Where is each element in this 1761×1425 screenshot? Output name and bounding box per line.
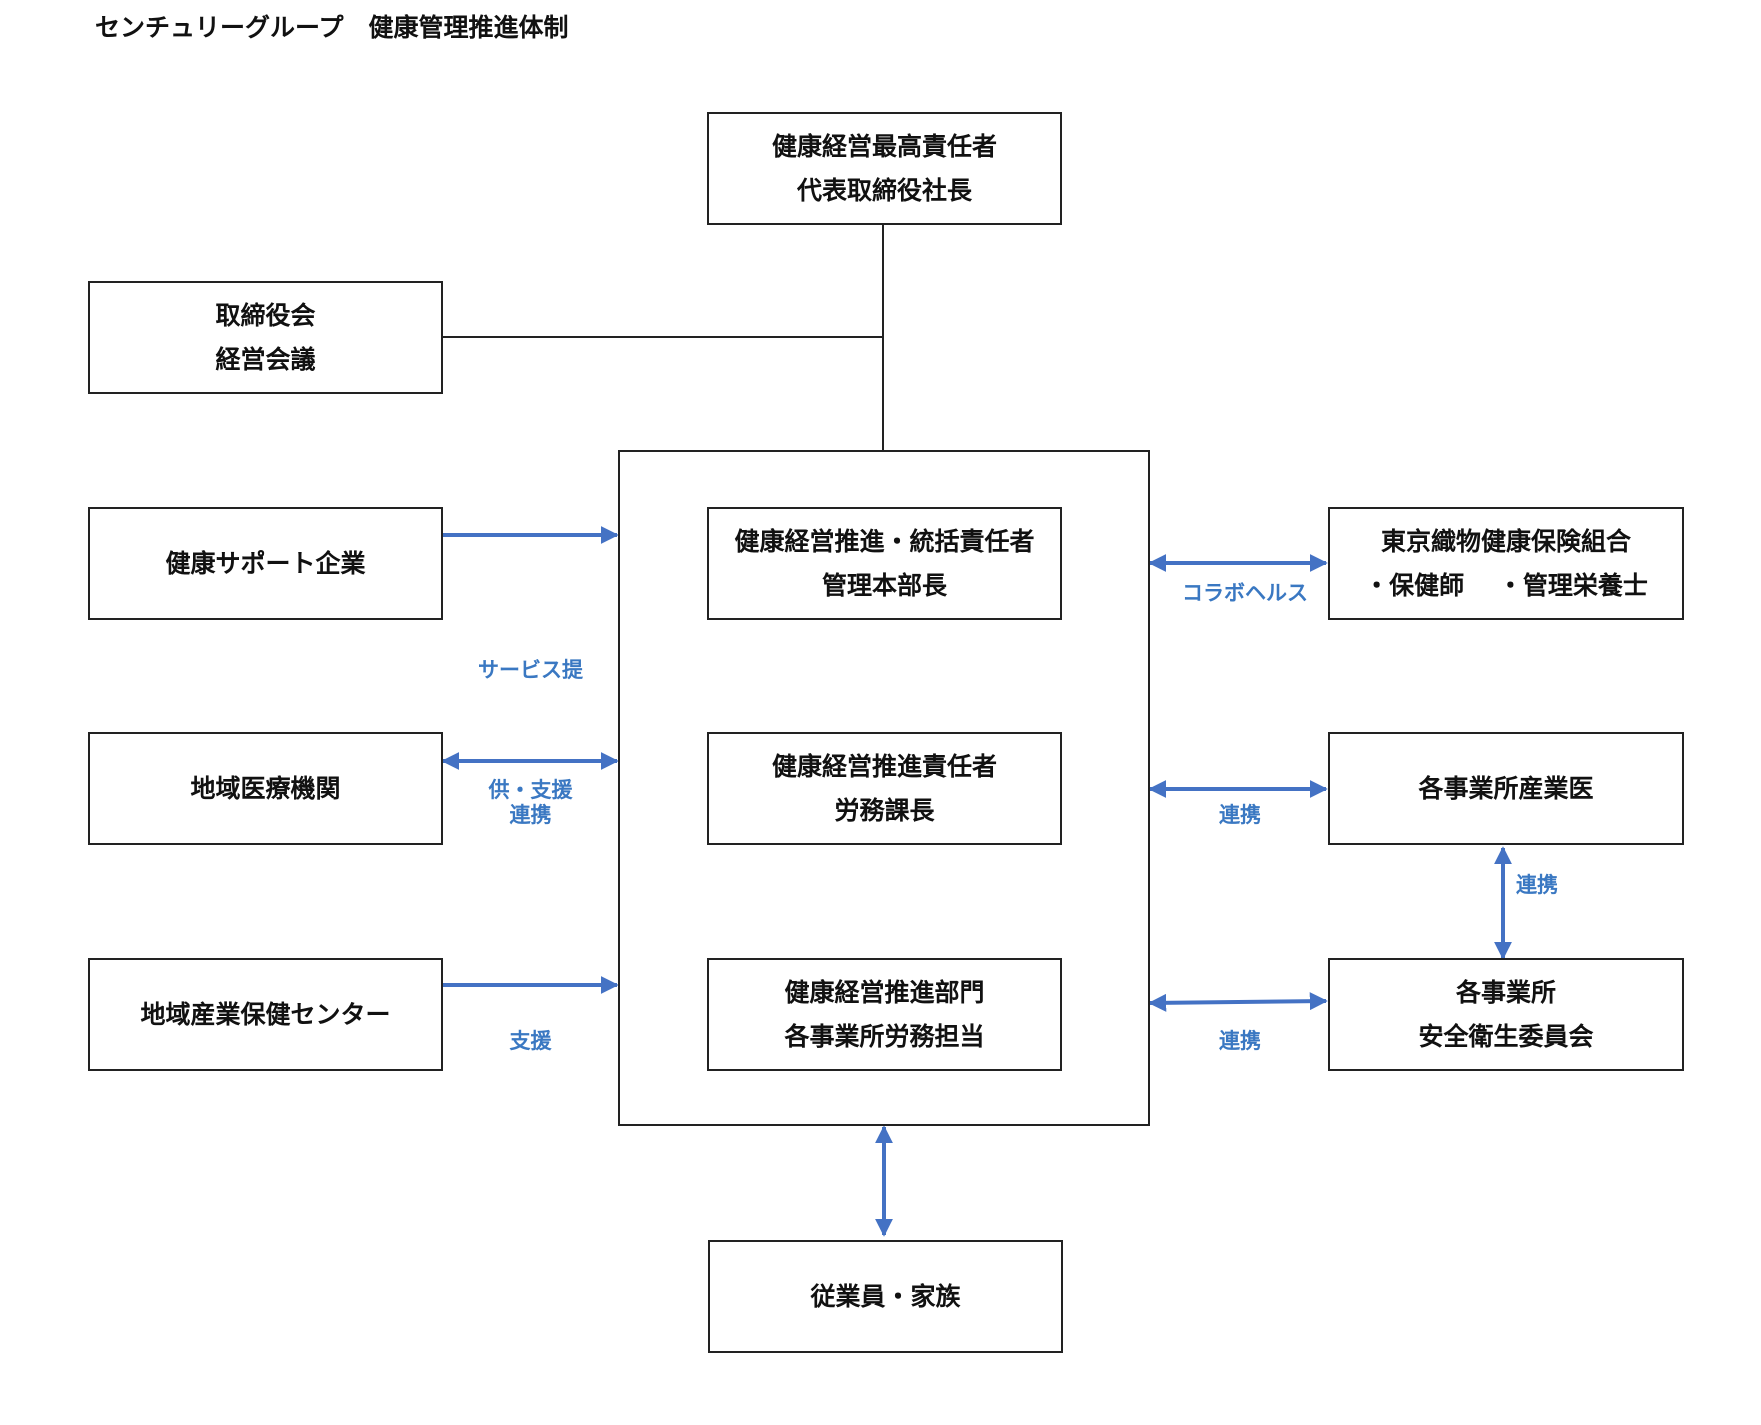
safety-collab-label: 連携: [1219, 1029, 1261, 1053]
safety-committee-box: 各事業所 安全衛生委員会: [1328, 958, 1684, 1071]
general-manager-box: 健康経営推進・統括責任者 管理本部長: [707, 507, 1062, 620]
page-title: センチュリーグループ 健康管理推進体制: [95, 13, 569, 42]
medical-collab-label: 連携: [509, 803, 552, 827]
insurance-box: 東京織物健康保険組合 ・保健師 ・管理栄養士: [1328, 507, 1684, 620]
employees-box: 従業員・家族: [708, 1240, 1063, 1353]
doctor-collab-label: 連携: [1219, 803, 1261, 827]
collabo-health-label: コラボヘルス: [1182, 581, 1308, 605]
safety-arrow: [1148, 992, 1328, 1012]
service-support-label: サービス提 供・支援: [478, 658, 583, 802]
promotion-dept-box: 健康経営推進部門 各事業所労務担当: [707, 958, 1062, 1071]
promotion-manager-box: 健康経営推進責任者 労務課長: [707, 732, 1062, 845]
central-promotion-frame: [618, 450, 1150, 1126]
regional-center-box: 地域産業保健センター: [88, 958, 443, 1071]
board-box: 取締役会 経営会議: [88, 281, 443, 394]
support-company-box: 健康サポート企業: [88, 507, 443, 620]
occupational-doctor-box: 各事業所産業医: [1328, 732, 1684, 845]
vertical-collab-label: 連携: [1516, 873, 1558, 897]
ceo-box: 健康経営最高責任者 代表取締役社長: [707, 112, 1062, 225]
center-support-label: 支援: [509, 1029, 552, 1053]
regional-medical-box: 地域医療機関: [88, 732, 443, 845]
